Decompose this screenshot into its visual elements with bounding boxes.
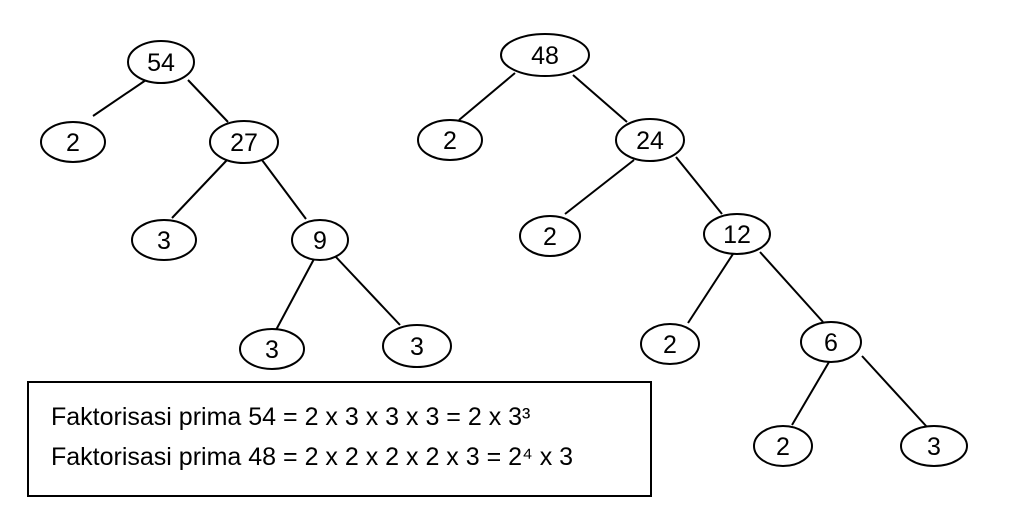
node-2: 2	[640, 323, 700, 365]
factorization-54-text: Faktorisasi prima 54 = 2 x 3 x 3 x 3 = 2…	[51, 403, 531, 431]
node-2: 2	[417, 119, 483, 161]
node-2: 2	[40, 121, 106, 163]
node-label: 27	[230, 129, 258, 157]
edge-24-2	[564, 159, 635, 215]
edge-48-24	[572, 74, 628, 123]
node-9: 9	[291, 219, 349, 261]
node-3: 3	[382, 324, 452, 368]
node-label: 48	[531, 42, 559, 70]
edge-24-12	[675, 156, 723, 215]
node-2: 2	[519, 215, 581, 257]
edge-27-9	[261, 159, 307, 220]
node-2: 2	[753, 425, 813, 467]
node-label: 12	[723, 221, 751, 249]
node-54: 54	[127, 40, 195, 84]
node-48: 48	[500, 33, 590, 77]
node-label: 3	[410, 333, 424, 361]
node-3: 3	[239, 328, 305, 370]
node-6: 6	[800, 321, 862, 363]
edge-54-2	[92, 79, 147, 117]
node-label: 3	[265, 336, 279, 364]
node-label: 2	[443, 127, 457, 155]
node-label: 2	[663, 331, 677, 359]
node-label: 6	[824, 329, 838, 357]
node-label: 54	[147, 49, 175, 77]
node-label: 2	[66, 129, 80, 157]
factorization-result-box: Faktorisasi prima 54 = 2 x 3 x 3 x 3 = 2…	[27, 381, 652, 497]
edge-27-3	[171, 159, 228, 219]
node-label: 3	[927, 433, 941, 461]
edge-12-2	[687, 253, 734, 324]
edge-6-3	[861, 355, 928, 428]
node-27: 27	[209, 120, 279, 164]
factorization-48-text: Faktorisasi prima 48 = 2 x 2 x 2 x 2 x 3…	[51, 443, 574, 471]
edge-54-27	[187, 79, 229, 123]
node-label: 24	[636, 127, 664, 155]
node-label: 2	[776, 433, 790, 461]
node-label: 2	[543, 223, 557, 251]
node-label: 3	[157, 227, 171, 255]
node-24: 24	[615, 118, 685, 162]
node-12: 12	[703, 213, 771, 255]
node-3: 3	[900, 425, 968, 467]
edge-12-6	[759, 251, 824, 323]
edge-6-2	[791, 361, 830, 426]
node-3: 3	[131, 219, 197, 261]
node-label: 9	[313, 227, 327, 255]
edge-9-3-left	[275, 258, 315, 331]
edge-48-2	[458, 72, 516, 121]
edge-9-3-right	[334, 255, 401, 326]
